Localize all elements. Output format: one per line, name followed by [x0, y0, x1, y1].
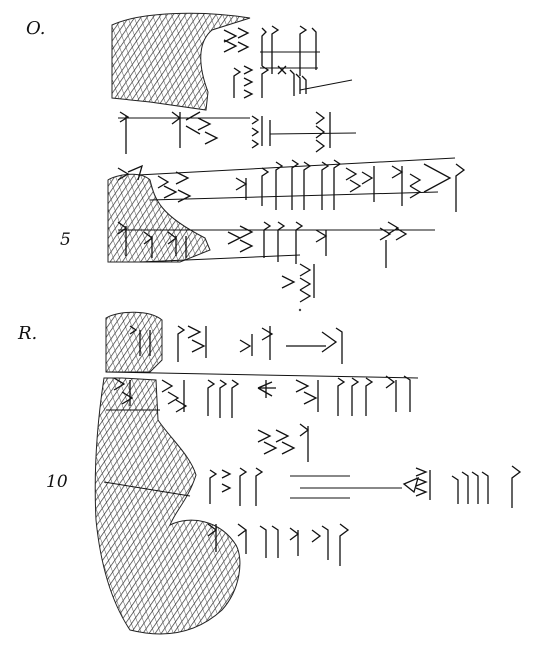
reverse-signs: [113, 325, 522, 566]
obverse-face: [107, 12, 466, 303]
line-number-10: 10: [46, 472, 68, 492]
line-number-5: 5: [60, 230, 71, 250]
edge-dot: [298, 308, 302, 312]
reverse-face: [94, 311, 522, 635]
reverse-ruling-lines: [103, 371, 419, 499]
obverse-signs: [117, 25, 466, 303]
reverse-label: R.: [18, 323, 38, 344]
obverse-label: O.: [26, 18, 46, 39]
